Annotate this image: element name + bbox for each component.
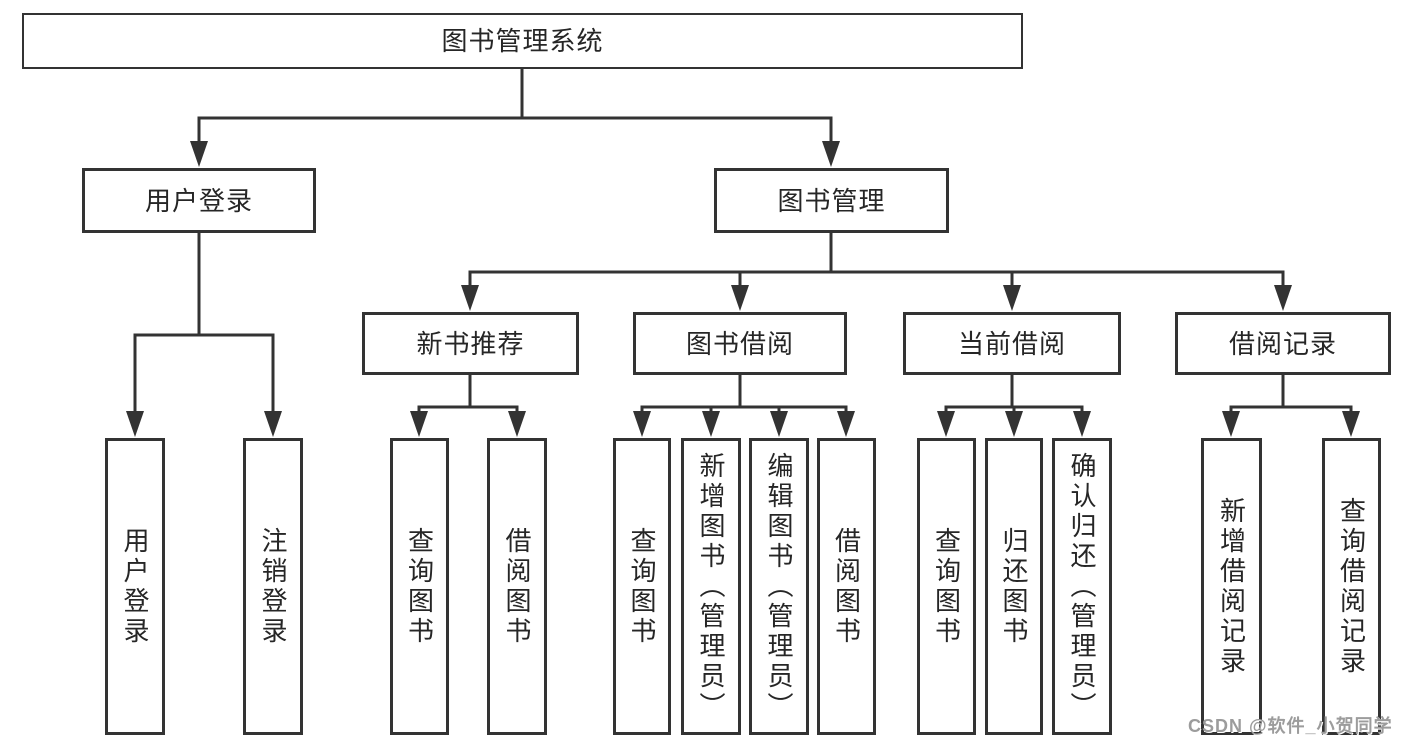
leaf-logout-login-label: 注销登录	[258, 526, 288, 647]
leaf-br-add-record-label: 新增借阅记录	[1216, 496, 1247, 677]
node-borrow-records-label: 借阅记录	[1228, 328, 1337, 359]
leaf-bb-borrow-book: 借阅图书	[817, 438, 876, 735]
leaf-bb-query-book: 查询图书	[613, 438, 671, 735]
node-new-book-recommend: 新书推荐	[362, 312, 579, 375]
leaf-user-login: 用户登录	[105, 438, 165, 735]
node-user-login: 用户登录	[82, 168, 316, 233]
leaf-cb-confirm-return-admin: 确认归还（管理员）	[1052, 438, 1112, 735]
leaf-bb-add-book-admin-label: 新增图书（管理员）	[696, 451, 726, 722]
connector-paths	[133, 66, 1353, 413]
leaf-cb-query-book-label: 查询图书	[931, 526, 962, 647]
leaf-nb-query-book: 查询图书	[390, 438, 449, 735]
node-current-borrow: 当前借阅	[903, 312, 1121, 375]
leaf-nb-borrow-book-label: 借阅图书	[502, 526, 532, 647]
leaf-cb-return-book: 归还图书	[985, 438, 1043, 735]
leaf-br-add-record: 新增借阅记录	[1201, 438, 1262, 735]
csdn-watermark: CSDN @软件_小贺同学	[1188, 716, 1393, 736]
node-user-login-label: 用户登录	[144, 185, 253, 216]
node-book-borrow: 图书借阅	[633, 312, 847, 375]
node-borrow-records: 借阅记录	[1175, 312, 1391, 375]
node-book-borrow-label: 图书借阅	[685, 328, 794, 359]
leaf-bb-borrow-book-label: 借阅图书	[831, 526, 862, 647]
leaf-br-query-record: 查询借阅记录	[1322, 438, 1381, 735]
node-new-book-recommend-label: 新书推荐	[416, 328, 525, 359]
node-book-management: 图书管理	[714, 168, 949, 233]
leaf-nb-borrow-book: 借阅图书	[487, 438, 547, 735]
leaf-bb-query-book-label: 查询图书	[627, 526, 657, 647]
leaf-user-login-label: 用户登录	[120, 526, 150, 647]
leaf-bb-add-book-admin: 新增图书（管理员）	[681, 438, 741, 735]
node-root: 图书管理系统	[22, 13, 1023, 69]
leaf-cb-query-book: 查询图书	[917, 438, 976, 735]
leaf-cb-confirm-return-admin-label: 确认归还（管理员）	[1067, 451, 1097, 722]
leaf-cb-return-book-label: 归还图书	[999, 526, 1029, 647]
node-current-borrow-label: 当前借阅	[957, 328, 1066, 359]
leaf-logout-login: 注销登录	[243, 438, 303, 735]
leaf-br-query-record-label: 查询借阅记录	[1336, 496, 1367, 677]
leaf-bb-edit-book-admin-label: 编辑图书（管理员）	[764, 451, 794, 722]
arrowheads	[126, 141, 1360, 437]
node-root-label: 图书管理系统	[441, 26, 604, 56]
leaf-bb-edit-book-admin: 编辑图书（管理员）	[749, 438, 809, 735]
leaf-nb-query-book-label: 查询图书	[404, 526, 435, 647]
node-book-management-label: 图书管理	[777, 185, 886, 216]
